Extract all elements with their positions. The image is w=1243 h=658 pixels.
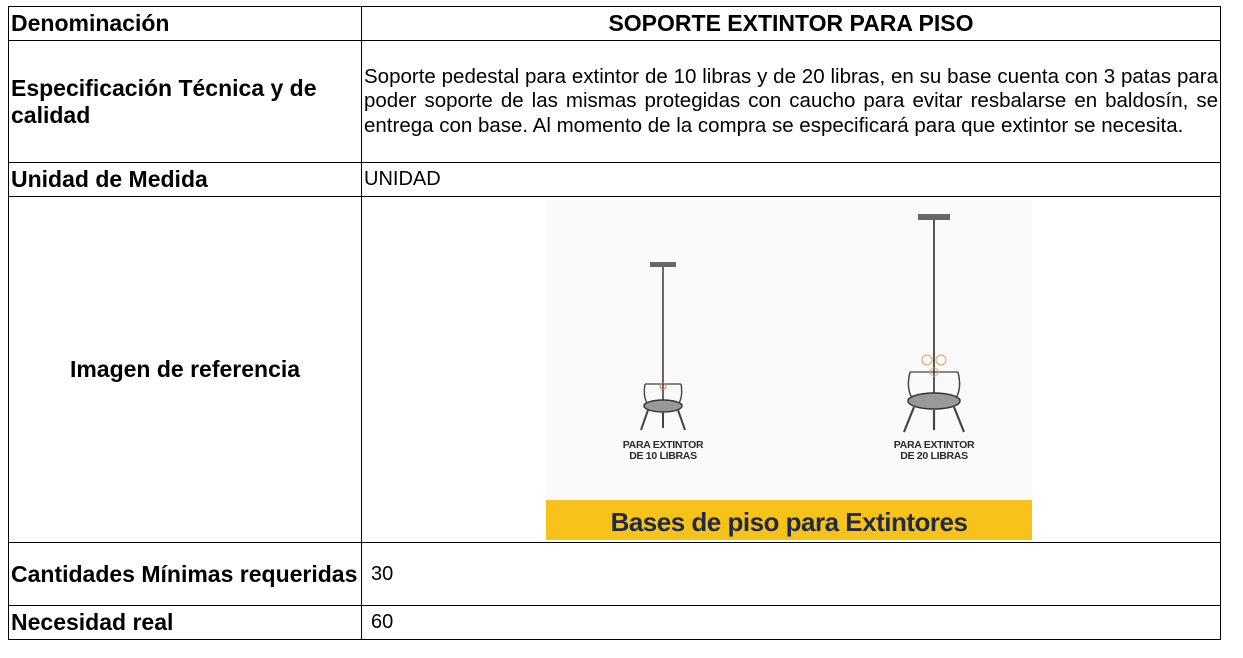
banner-text: Bases de piso para Extintores [546,500,1032,540]
caption-10-lb: PARA EXTINTOR DE 10 LIBRAS [622,439,704,462]
unit-value: UNIDAD [361,162,1221,197]
row-especificacion: Especificación Técnica y de calidad Sopo… [8,40,1221,163]
row-denominacion: Denominación SOPORTE EXTINTOR PARA PISO [8,6,1221,41]
label-necesidad: Necesidad real [8,605,362,640]
row-cantidades: Cantidades Mínimas requeridas 30 [8,542,1221,606]
product-title: SOPORTE EXTINTOR PARA PISO [361,6,1221,41]
extinguisher-stands-illustration [640,214,966,433]
row-imagen: Imagen de referencia [8,196,1221,543]
reference-image: PARA EXTINTOR DE 10 LIBRAS PARA EXTINTOR… [546,200,1032,540]
label-unidad: Unidad de Medida [8,162,362,197]
stand-20-icon [902,214,966,433]
label-denominacion: Denominación [8,6,362,41]
label-cantidades: Cantidades Mínimas requeridas [8,542,362,606]
specification-text: Soporte pedestal para extintor de 10 lib… [361,40,1221,163]
caption-20-lb: PARA EXTINTOR DE 20 LIBRAS [893,439,975,462]
minimum-quantity: 30 [361,542,1221,606]
label-imagen: Imagen de referencia [8,196,362,543]
label-especificacion: Especificación Técnica y de calidad [8,40,362,163]
stand-10-icon [640,262,686,431]
reference-image-cell: PARA EXTINTOR DE 10 LIBRAS PARA EXTINTOR… [361,196,1221,543]
specification-table: Denominación SOPORTE EXTINTOR PARA PISO … [8,6,1221,640]
row-necesidad: Necesidad real 60 [8,605,1221,640]
row-unidad: Unidad de Medida UNIDAD [8,162,1221,197]
real-need: 60 [361,605,1221,640]
